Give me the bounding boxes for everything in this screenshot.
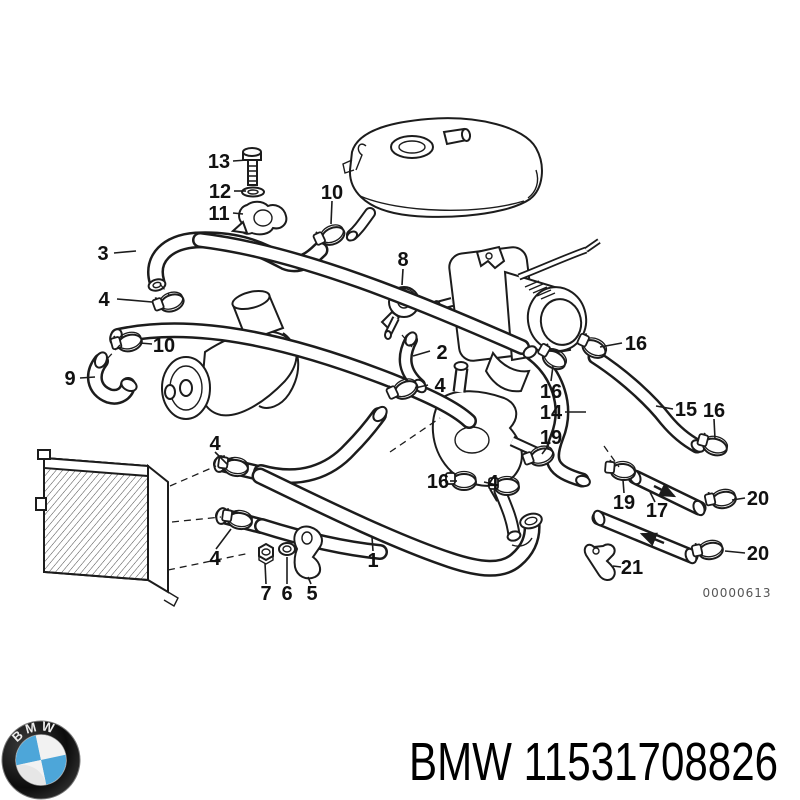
callout-6: 6 [281, 583, 292, 605]
callout-10-a: 10 [321, 182, 343, 204]
part-number-caption: BMW 11531708826 [409, 732, 778, 792]
flow-arrow-left [639, 532, 665, 547]
callout-9: 9 [64, 368, 75, 390]
logo-quadrant-white-tr [35, 735, 66, 760]
callout-20-b: 20 [747, 543, 769, 565]
callout-8: 8 [397, 249, 408, 271]
callout-16-d: 16 [427, 471, 449, 493]
logo-quadrant-blue-br [41, 754, 66, 785]
callout-21: 21 [621, 557, 643, 579]
bracket-21 [583, 543, 616, 581]
washer-12 [241, 186, 265, 198]
callout-4-d: 4 [209, 548, 221, 570]
logo-quadrant-white-bl [16, 760, 47, 785]
assembly-dashed-lines [105, 283, 620, 571]
expansion-tank [342, 117, 543, 218]
flow-arrow-right [653, 483, 677, 498]
callout-4-a: 4 [98, 289, 110, 311]
callout-13: 13 [208, 151, 230, 173]
callout-19-b: 19 [613, 492, 635, 514]
callout-4-e: 4 [487, 472, 499, 494]
callout-16-a: 16 [625, 333, 647, 355]
clamp-4-d [220, 506, 255, 532]
callout-17: 17 [646, 500, 668, 522]
callout-2: 2 [436, 342, 447, 364]
callout-3: 3 [97, 243, 108, 265]
callout-4-c: 4 [209, 433, 221, 455]
callout-19-a: 19 [540, 427, 562, 449]
water-pump [161, 289, 300, 420]
callout-10-b: 10 [153, 335, 175, 357]
callout-12: 12 [209, 181, 231, 203]
bolt-13 [242, 147, 262, 186]
clamp-4-a [150, 287, 188, 318]
callout-1: 1 [367, 550, 378, 572]
drawing-number: 00000613 [702, 586, 771, 600]
flow-arrows [639, 483, 677, 547]
nut-7 [258, 542, 274, 565]
callout-16-b: 16 [540, 381, 562, 403]
callout-11: 11 [208, 203, 229, 225]
filler-cap [390, 135, 434, 159]
callout-5: 5 [306, 583, 317, 605]
clamp-16-c [694, 430, 731, 459]
callout-14: 14 [540, 402, 563, 424]
radiator [35, 449, 179, 607]
callout-16-c: 16 [703, 400, 725, 422]
bmw-logo: BMW [1, 714, 81, 800]
callouts: 13 12 11 10 3 4 10 9 8 2 4 16 16 14 19 1… [64, 151, 769, 605]
callout-15: 15 [675, 399, 697, 421]
callout-7: 7 [260, 583, 271, 605]
leader-lines [79, 159, 746, 585]
grommet-11 [230, 200, 288, 236]
callout-20-a: 20 [747, 488, 769, 510]
bracket-5 [293, 525, 323, 580]
callout-4-b: 4 [434, 375, 446, 397]
clamp-19-b [603, 458, 637, 483]
washer-6 [278, 542, 296, 556]
logo-quadrant-blue-tl [16, 735, 41, 766]
